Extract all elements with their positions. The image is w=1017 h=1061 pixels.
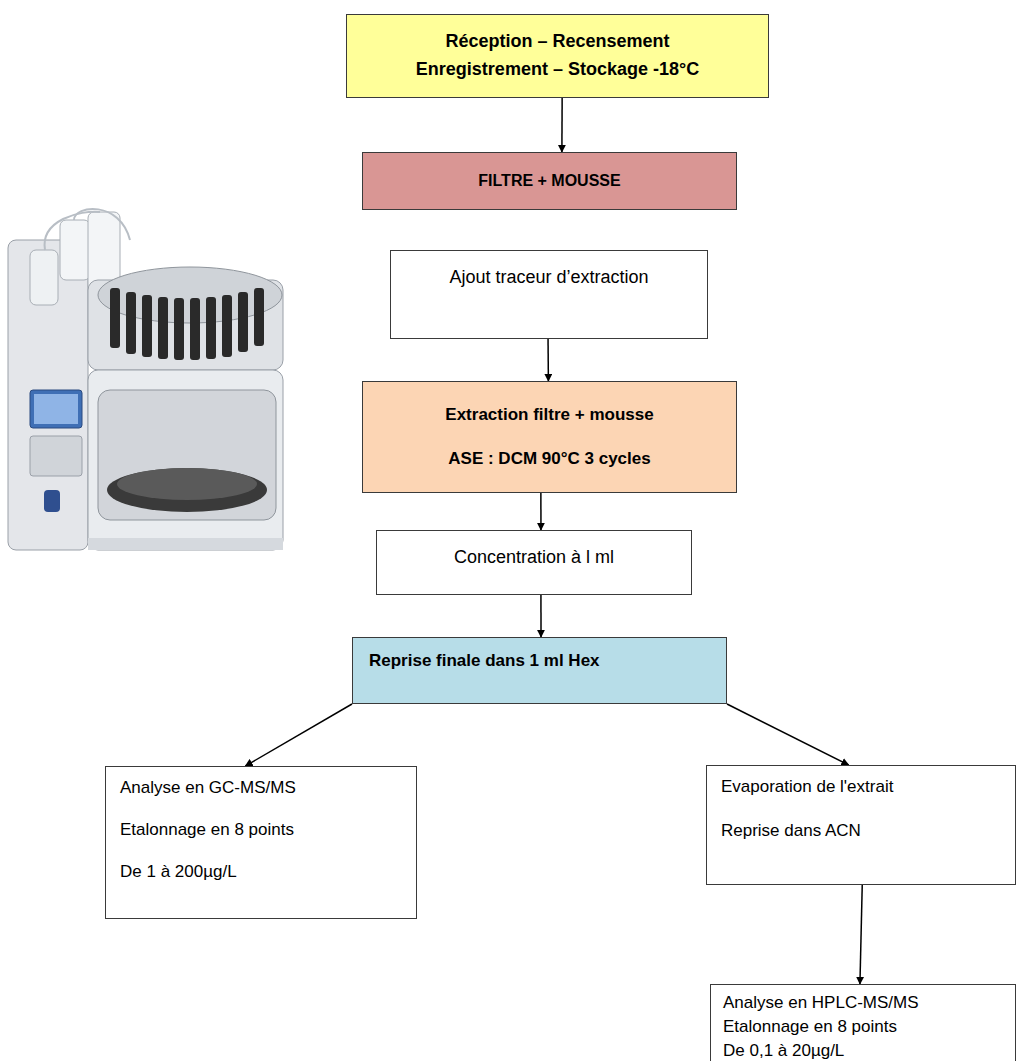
process-box: Evaporation de l'extraitReprise dans ACN xyxy=(706,765,1016,885)
node-text: Reprise finale dans 1 ml Hex xyxy=(369,650,710,672)
extraction-cell xyxy=(190,298,200,360)
node-subtext: Reprise dans ACN xyxy=(721,820,1001,842)
analysis-box: Analyse en GC-MS/MS Etalonnage en 8 point… xyxy=(105,766,417,919)
extraction-cell xyxy=(126,292,136,354)
flow-arrow xyxy=(547,339,549,381)
process-box: Ajout traceur d’extraction xyxy=(390,250,708,339)
node-text: Concentration à l ml xyxy=(389,545,679,569)
flow-arrow xyxy=(540,493,542,530)
node-text: Analyse en HPLC-MS/MS xyxy=(723,993,1003,1013)
node-subtext: De 0,1 à 20µg/L xyxy=(723,1041,1003,1061)
node-text: Evaporation de l'extrait xyxy=(721,776,1001,798)
extraction-cell xyxy=(110,288,120,348)
instrument-side-panel xyxy=(8,240,88,550)
illustration-ground xyxy=(0,200,290,560)
extraction-cell xyxy=(174,298,184,360)
keypad xyxy=(30,436,82,476)
flow-arrow xyxy=(860,885,862,984)
node-subtext: Etalonnage en 8 points xyxy=(120,819,402,841)
instrument-logo xyxy=(44,490,60,512)
extraction-cell xyxy=(142,295,152,357)
process-box: Reprise finale dans 1 ml Hex xyxy=(352,637,727,704)
screen-display xyxy=(34,394,78,424)
node-text: Analyse en GC-MS/MS xyxy=(120,777,402,799)
node-text: Ajout traceur d’extraction xyxy=(403,265,695,289)
tubing xyxy=(74,209,130,240)
node-text: Extraction filtre + mousse xyxy=(375,404,724,426)
solvent-bottle xyxy=(30,250,58,305)
extraction-cell xyxy=(206,297,216,359)
collection-vials xyxy=(117,468,257,500)
extraction-cell xyxy=(158,297,168,359)
extraction-cell xyxy=(222,295,232,357)
stage-box: Réception – Recensement Enregistrement –… xyxy=(346,14,769,98)
instrument-base xyxy=(88,370,283,550)
instrument-foot xyxy=(88,538,283,550)
extraction-cells xyxy=(110,288,264,360)
collection-vial-tray xyxy=(107,468,267,512)
collection-chamber xyxy=(98,390,276,520)
flow-arrow xyxy=(245,704,352,766)
node-subtext: ASE : DCM 90°C 3 cycles xyxy=(375,448,724,470)
node-text: Réception – Recensement Enregistrement –… xyxy=(377,27,738,83)
tubing xyxy=(45,212,100,250)
solvent-bottle xyxy=(60,220,90,280)
extraction-cell xyxy=(254,288,264,346)
sample-box: FILTRE + MOUSSE xyxy=(362,152,737,210)
flow-arrow xyxy=(540,595,542,637)
ase-instrument-illustration xyxy=(0,200,290,560)
node-subtext: De 1 à 200µg/L xyxy=(120,861,402,883)
flow-arrow xyxy=(561,98,563,152)
flow-arrow xyxy=(727,704,849,765)
extraction-cell xyxy=(238,292,248,352)
node-text: FILTRE + MOUSSE xyxy=(375,170,724,192)
process-box: Extraction filtre + mousseASE : DCM 90°C… xyxy=(362,381,737,493)
control-screen xyxy=(30,390,82,428)
process-box: Concentration à l ml xyxy=(376,530,692,595)
analysis-box: Analyse en HPLC-MS/MS Etalonnage en 8 poi… xyxy=(710,984,1016,1061)
node-subtext: Etalonnage en 8 points xyxy=(723,1017,1003,1037)
